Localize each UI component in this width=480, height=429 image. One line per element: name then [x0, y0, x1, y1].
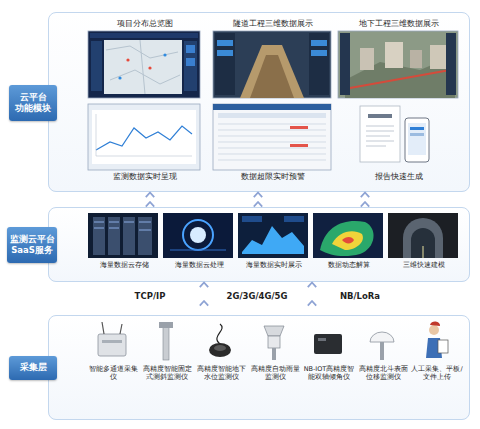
acquisition-box: [98, 322, 126, 356]
screenshot-city-3d: [338, 31, 458, 98]
module-caption: 高精度北斗表面位移监测仪: [357, 366, 409, 382]
protocol-label: TCP/IP: [120, 291, 180, 301]
screenshot-dashboard: [238, 213, 308, 258]
flow-chevron: [204, 283, 205, 314]
screenshot-table: [213, 104, 331, 170]
layer-panel: 采集层智能多通道采集仪高精度智能固定式测斜监测仪高精度智能地下水位监测仪高精度自…: [48, 315, 470, 420]
module-card: 数据动态解算: [314, 214, 384, 278]
module-card: 海量数据云处理: [164, 214, 234, 278]
manual-collection-person: [426, 321, 448, 358]
module-caption: 智能多通道采集仪: [87, 366, 139, 382]
screenshot-tunnel-3d: [213, 31, 331, 98]
screenshot-cloud-processing: [163, 213, 233, 258]
inclinometer-rod: [159, 322, 173, 360]
module-card: 隧道工程三维数据展示: [214, 19, 332, 101]
flow-chevron: [365, 193, 366, 206]
layer-tab: 采集层: [9, 356, 57, 380]
module-caption: 地下工程三维数据展示: [339, 19, 459, 29]
module-card: 监测数据实时呈现: [89, 105, 201, 187]
module-card: 高精度智能地下水位监测仪: [195, 322, 247, 418]
module-card: 地下工程三维数据展示: [339, 19, 459, 101]
module-caption: 隧道工程三维数据展示: [214, 19, 332, 29]
module-card: 数据超限实时预警: [214, 105, 332, 187]
module-caption: 数据动态解算: [314, 261, 384, 269]
module-caption: 海量数据云处理: [164, 261, 234, 269]
band-fill: [48, 315, 470, 420]
module-caption: 项目分布总览图: [89, 19, 201, 29]
module-card: 项目分布总览图: [89, 19, 201, 101]
tilt-sensor: [314, 334, 342, 354]
screenshot-chart: [88, 104, 200, 170]
rain-gauge: [264, 326, 284, 360]
flow-chevron: [312, 283, 313, 314]
module-caption: 三维快速建模: [389, 261, 459, 269]
layer-panel: 监测云平台 SaaS服务海量数据云存储海量数据云处理海量数据实时展示数据动态解算…: [48, 207, 470, 282]
screenshot-server: [88, 213, 158, 258]
module-caption: 高精度自动雨量监测仪: [249, 366, 301, 382]
layer-tab: 云平台 功能模块: [9, 85, 57, 121]
protocol-label: NB/LoRa: [330, 291, 390, 301]
screenshot-map: [88, 31, 200, 98]
module-caption: 监测数据实时呈现: [89, 172, 201, 182]
module-caption: 海量数据实时展示: [239, 261, 309, 269]
module-caption: 高精度智能固定式测斜监测仪: [141, 366, 193, 382]
band-fill: [48, 12, 470, 192]
flow-chevron: [150, 193, 151, 206]
protocol-label: 2G/3G/4G/5G: [222, 291, 292, 301]
module-card: 人工采集、平板/文件上传: [411, 322, 463, 418]
band-fill: [48, 207, 470, 282]
module-card: 报告快速生成: [339, 105, 459, 187]
module-card: 高精度自动雨量监测仪: [249, 322, 301, 418]
beidou-receiver: [370, 332, 394, 360]
layer-tab: 监测云平台 SaaS服务: [7, 227, 57, 263]
module-card: 海量数据实时展示: [239, 214, 309, 278]
water-level-sensor: [209, 324, 231, 357]
module-caption: 报告快速生成: [339, 172, 459, 182]
module-card: 三维快速建模: [389, 214, 459, 278]
layer-panel: 云平台 功能模块项目分布总览图隧道工程三维数据展示地下工程三维数据展示监测数据实…: [48, 12, 470, 192]
module-caption: 高精度智能地下水位监测仪: [195, 366, 247, 382]
module-caption: NB-IOT高精度智能双轴倾角仪: [303, 366, 355, 382]
screenshot-solution-map: [313, 213, 383, 258]
flow-chevron: [258, 193, 259, 206]
module-card: 智能多通道采集仪: [87, 322, 139, 418]
module-caption: 数据超限实时预警: [214, 172, 332, 182]
module-caption: 海量数据云存储: [89, 261, 159, 269]
report-icon: [360, 106, 429, 162]
module-card: NB-IOT高精度智能双轴倾角仪: [303, 322, 355, 418]
module-card: 海量数据云存储: [89, 214, 159, 278]
module-card: 高精度北斗表面位移监测仪: [357, 322, 409, 418]
module-caption: 人工采集、平板/文件上传: [411, 366, 463, 382]
screenshot-tunnel-model: [388, 213, 458, 258]
module-card: 高精度智能固定式测斜监测仪: [141, 322, 193, 418]
